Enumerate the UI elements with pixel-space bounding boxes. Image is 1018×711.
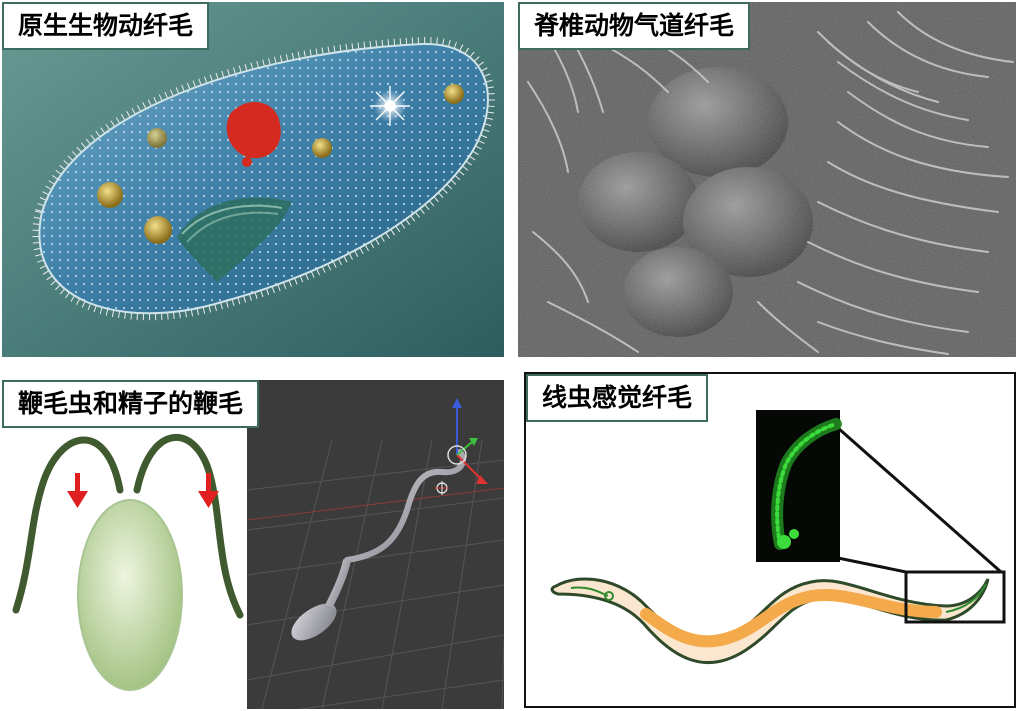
airway-sem-image — [518, 2, 1016, 357]
red-vacuole — [226, 101, 281, 159]
paramecium-illustration — [2, 2, 504, 357]
sperm-tail — [344, 449, 466, 563]
red-arrow-icon — [67, 473, 88, 508]
granule — [144, 216, 172, 244]
panel-nematode-cilia: 线虫感觉纤毛 — [524, 372, 1016, 708]
zoom-box — [904, 570, 1006, 624]
flagellate-cell-body — [77, 499, 183, 691]
flagellum-left — [12, 436, 124, 614]
caption-airway-cilia: 脊椎动物气道纤毛 — [518, 2, 751, 50]
sperm-head — [291, 603, 337, 641]
panel-airway-cilia: 脊椎动物气道纤毛 — [518, 2, 1016, 357]
caption-nematode-cilia: 线虫感觉纤毛 — [526, 374, 709, 422]
nematode-illustration — [550, 410, 1006, 665]
panel-flagella: 鞭毛虫和精子的鞭毛 — [2, 380, 504, 709]
flagella-illustration — [2, 380, 504, 709]
oral-groove — [177, 197, 292, 282]
transform-gizmo-icon — [435, 398, 488, 495]
caption-protist-cilia: 原生生物动纤毛 — [2, 2, 210, 50]
granule — [147, 128, 167, 148]
nematode-gut — [640, 589, 942, 648]
granule — [444, 84, 464, 104]
granule — [312, 138, 332, 158]
panel-protist-cilia: 原生生物动纤毛 — [2, 2, 504, 357]
granule — [97, 182, 123, 208]
caption-flagella: 鞭毛虫和精子的鞭毛 — [2, 380, 260, 428]
red-arrow-icon — [198, 473, 219, 508]
contractile-vacuole — [370, 86, 410, 126]
